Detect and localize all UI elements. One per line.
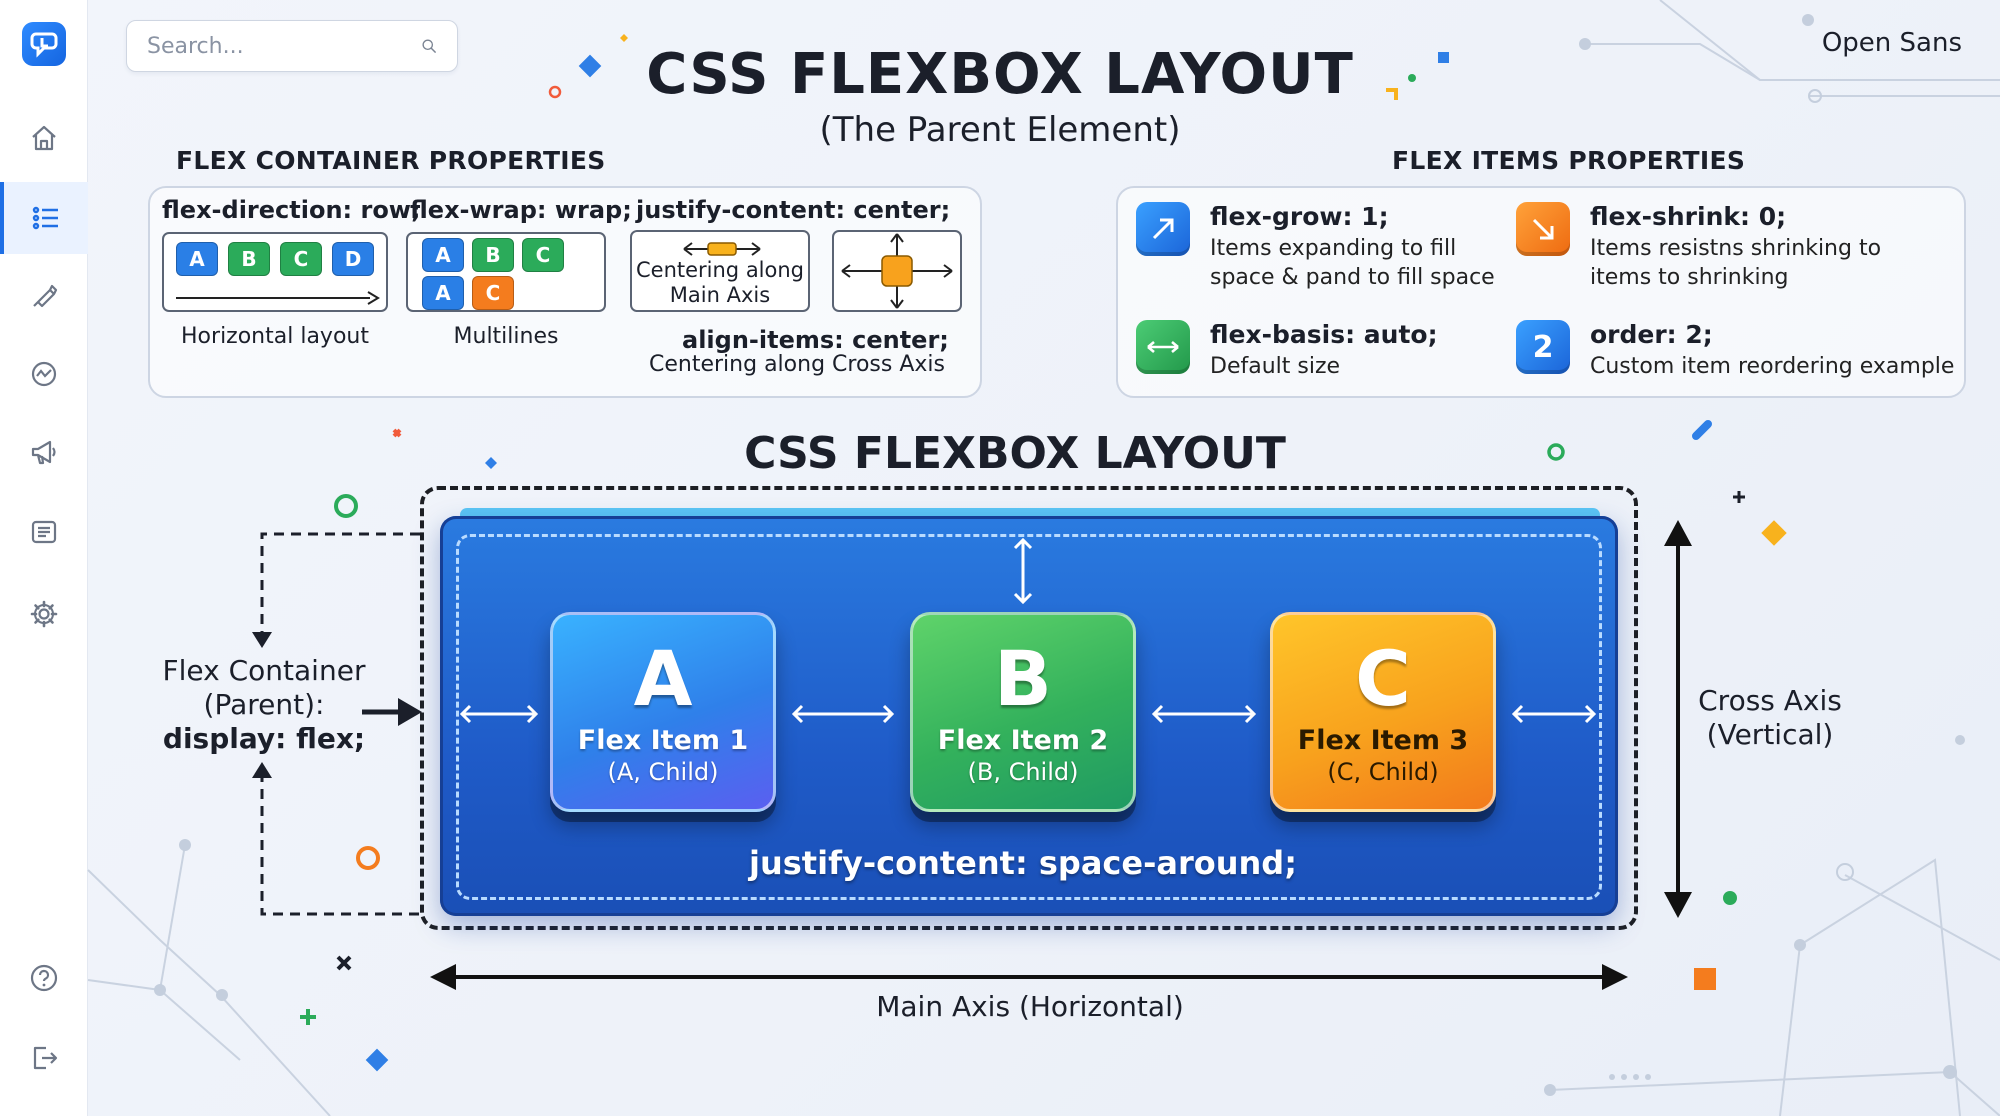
wrap-chip: C <box>472 276 514 310</box>
flex-basis-prop: flex-basis: auto; <box>1210 320 1438 349</box>
wrap-caption: Multilines <box>453 324 559 349</box>
list-icon[interactable] <box>0 182 88 254</box>
basis-desc: Default size <box>1210 354 1341 379</box>
align-items-prop: align-items: center; <box>682 326 949 354</box>
flex-shrink-prop: flex-shrink: 0; <box>1590 202 1787 231</box>
order-desc: Custom item reordering example <box>1590 354 1955 379</box>
search-input[interactable] <box>147 33 421 59</box>
home-icon[interactable] <box>0 102 88 174</box>
flex-grow-prop: flex-grow: 1; <box>1210 202 1389 231</box>
basis-width-icon <box>1136 320 1190 374</box>
wrap-chip: C <box>522 238 564 272</box>
container-label-line2: (Parent): <box>203 688 325 721</box>
container-props-heading: FLEX CONTAINER PROPERTIES <box>176 146 606 175</box>
main-axis-label: Main Axis (Horizontal) <box>876 990 1184 1023</box>
font-name-label: Open Sans <box>1821 28 1962 58</box>
flex-item-sub: (A, Child) <box>607 757 719 786</box>
flex-item-name: Flex Item 2 <box>937 724 1109 756</box>
align-illustration <box>832 230 962 312</box>
pen-tool-icon[interactable] <box>0 260 88 332</box>
spacing-arrows <box>459 537 1597 724</box>
justify-space-around-label: justify-content: space-around; <box>749 844 1297 882</box>
row-arrow-icon <box>176 291 380 305</box>
flex-item-letter: C <box>1355 633 1411 723</box>
wrap-chip: A <box>422 238 464 272</box>
justify-illustration: Centering along Main Axis <box>630 230 810 312</box>
cross-axis-label-line1: Cross Axis <box>1698 684 1842 717</box>
flex-wrap-prop: flex-wrap: wrap; <box>410 196 632 224</box>
cross-axis-label-line2: (Vertical) <box>1706 718 1834 751</box>
analytics-icon[interactable] <box>0 338 88 410</box>
flex-container-outline <box>420 486 1638 930</box>
wrap-illustration: A B C A C <box>406 232 606 312</box>
flex-item-b[interactable]: B Flex Item 2 (B, Child) <box>910 612 1136 812</box>
main-axis-arrow <box>430 964 1628 990</box>
left-sidebar <box>0 0 88 1116</box>
justify-content-prop: justify-content: center; <box>636 196 951 224</box>
grow-desc-line1: Items expanding to fill <box>1210 236 1457 261</box>
cross-axis-center-icon <box>841 233 953 309</box>
app-logo-icon[interactable] <box>22 22 66 66</box>
item-props-heading: FLEX ITEMS PROPERTIES <box>1392 146 1746 175</box>
flex-item-letter: A <box>633 633 693 723</box>
shrink-desc-line2: items to shrinking <box>1590 265 1789 290</box>
diagram-title: CSS FLEXBOX LAYOUT <box>744 428 1286 479</box>
megaphone-icon[interactable] <box>0 416 88 488</box>
direction-caption: Horizontal layout <box>181 324 369 349</box>
align-caption: Centering along Cross Axis <box>649 352 945 377</box>
direction-chip: A <box>176 242 218 276</box>
help-icon[interactable] <box>0 942 88 1014</box>
container-bracket-arrows <box>252 532 422 916</box>
search-box[interactable] <box>126 20 458 72</box>
container-content-box <box>456 534 1602 900</box>
direction-illustration: A B C D <box>162 232 388 312</box>
justify-caption-line1: Centering along <box>635 258 805 282</box>
flex-item-sub: (C, Child) <box>1327 757 1439 786</box>
container-label-line1: Flex Container <box>162 654 366 687</box>
order-number-icon: 2 <box>1516 320 1570 374</box>
order-prop: order: 2; <box>1590 320 1713 349</box>
flex-item-letter: B <box>994 633 1052 723</box>
flex-item-sub: (B, Child) <box>967 757 1079 786</box>
cross-axis-arrow <box>1664 520 1692 918</box>
flex-direction-prop: flex-direction: row; <box>162 196 421 224</box>
shrink-desc-line1: Items resistns shrinking to <box>1590 236 1882 261</box>
shrink-arrow-icon <box>1516 202 1570 256</box>
grow-arrow-icon <box>1136 202 1190 256</box>
justify-caption-line2: Main Axis <box>669 283 771 307</box>
main-axis-center-icon <box>683 242 761 256</box>
logout-icon[interactable] <box>0 1022 88 1094</box>
search-icon[interactable] <box>421 33 437 59</box>
document-list-icon[interactable] <box>0 496 88 568</box>
wrap-chip: B <box>472 238 514 272</box>
container-label-line3: display: flex; <box>162 722 366 755</box>
page-subtitle: (The Parent Element) <box>819 110 1181 150</box>
flex-item-a[interactable]: A Flex Item 1 (A, Child) <box>550 612 776 812</box>
direction-chip: D <box>332 242 374 276</box>
grow-desc-line2: space & pand to fill space <box>1210 265 1495 290</box>
page-title: CSS FLEXBOX LAYOUT <box>646 42 1354 107</box>
flex-item-name: Flex Item 3 <box>1297 724 1469 756</box>
direction-chip: B <box>228 242 270 276</box>
flex-item-name: Flex Item 1 <box>577 724 749 756</box>
settings-gear-icon[interactable] <box>0 578 88 650</box>
wrap-chip: A <box>422 276 464 310</box>
flex-item-c[interactable]: C Flex Item 3 (C, Child) <box>1270 612 1496 812</box>
direction-chip: C <box>280 242 322 276</box>
